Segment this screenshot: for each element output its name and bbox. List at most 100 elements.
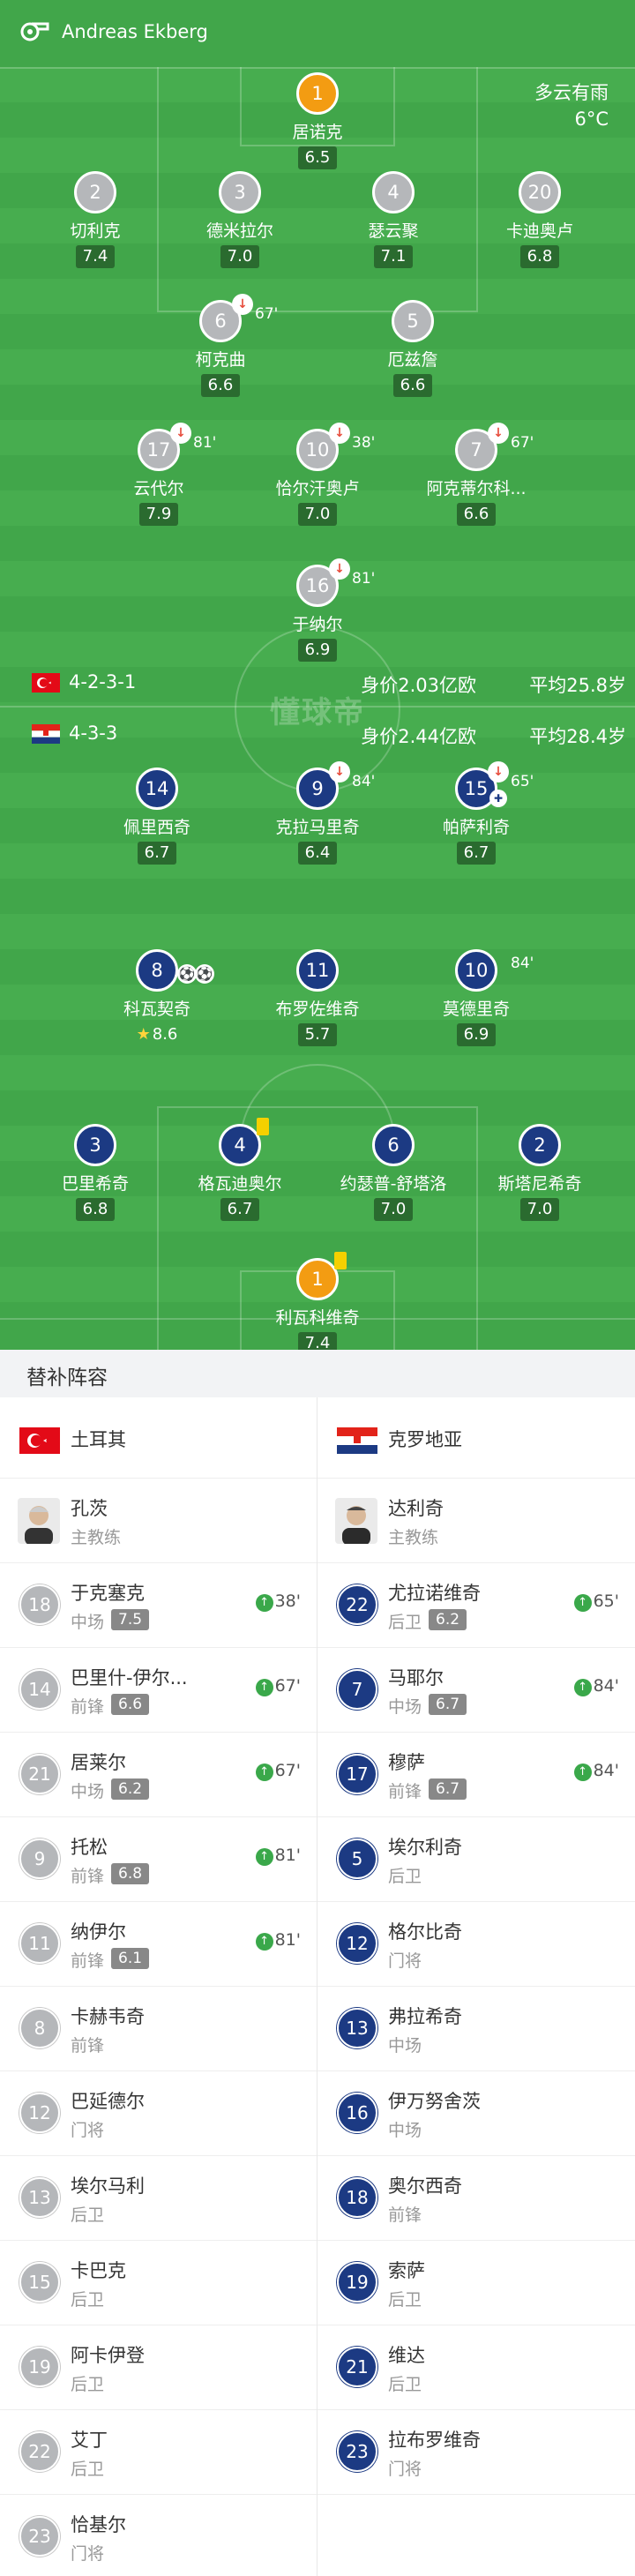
player-rating: 6.7 bbox=[457, 842, 496, 865]
whistle-icon bbox=[20, 22, 49, 41]
player-position: 门将 bbox=[71, 2121, 105, 2140]
player-card[interactable]: 1 居诺克 6.5 bbox=[229, 72, 406, 169]
team-b-info: 4-3-3 身价2.44亿欧 平均28.4岁 bbox=[0, 720, 635, 750]
player-card[interactable]: 14 佩里西奇 6.7 bbox=[69, 768, 245, 865]
player-card[interactable]: 6 约瑟普-舒塔洛 7.0 bbox=[305, 1124, 482, 1221]
goal-ball-icon: ⚽ bbox=[177, 964, 197, 984]
player-card[interactable]: 5 厄兹詹 6.6 bbox=[325, 300, 501, 397]
flag-turkey-icon bbox=[19, 1427, 60, 1454]
player-number: 22 bbox=[19, 2431, 60, 2472]
player-card[interactable]: 10 ↓ 38' 恰尔汗奥卢 7.0 bbox=[229, 423, 406, 526]
player-rating: 5.7 bbox=[298, 1023, 337, 1046]
player-name: 于纳尔 bbox=[292, 615, 343, 634]
player-card[interactable]: 17 ↓ 81' 云代尔 7.9 bbox=[71, 423, 247, 526]
player-name: 德米拉尔 bbox=[205, 221, 273, 241]
player-card[interactable]: 20 卡迪奥卢 6.8 bbox=[452, 171, 628, 268]
player-rating-value: 8.6 bbox=[152, 1025, 178, 1044]
player-rating: 7.0 bbox=[374, 1198, 413, 1221]
sub-in-info: ↑84' bbox=[573, 1676, 619, 1696]
player-name: 于克塞克 bbox=[71, 1583, 145, 1604]
player-rating: 7.0 bbox=[520, 1198, 559, 1221]
coach-avatar bbox=[335, 1498, 377, 1544]
player-number: 7 ↓ 67' bbox=[455, 423, 534, 471]
player-card[interactable]: 9 ↓ 84' 克拉马里奇 6.4 bbox=[229, 761, 406, 865]
sub-in-arrow-icon: ↑ bbox=[255, 1764, 273, 1781]
sub-in-arrow-icon: ↑ bbox=[573, 1679, 592, 1696]
player-number: 23 bbox=[337, 2431, 377, 2472]
player-rating: 6.6 bbox=[111, 1694, 150, 1715]
player-card[interactable]: 1 利瓦科维奇 7.4 bbox=[229, 1252, 406, 1350]
team-a-avg-age: 平均25.8岁 bbox=[529, 675, 626, 696]
player-position: 后卫 bbox=[71, 2375, 105, 2394]
player-number-text: 4 bbox=[234, 1134, 246, 1156]
player-name: 云代尔 bbox=[133, 479, 184, 498]
coach-row[interactable]: 孔茨 主教练 bbox=[0, 1479, 317, 1563]
player-card[interactable]: 11 布罗佐维奇 5.7 bbox=[229, 949, 406, 1046]
player-name: 索萨 bbox=[388, 2260, 425, 2281]
player-rating: 6.7 bbox=[138, 842, 176, 865]
player-name: 恰尔汗奥卢 bbox=[275, 479, 360, 498]
substitution-off-icon bbox=[488, 943, 509, 964]
goal-ball-icon: ⚽ bbox=[195, 964, 214, 984]
player-card[interactable]: 15 ↓ 65' ✚ 帕萨利奇 6.7 bbox=[388, 761, 564, 865]
sub-in-minute: 81' bbox=[274, 1930, 301, 1950]
player-name: 伊万努舍茨 bbox=[388, 2091, 481, 2112]
player-number: 6 bbox=[372, 1124, 415, 1166]
player-name: 居莱尔 bbox=[71, 1752, 126, 1773]
player-number: 14 bbox=[136, 768, 178, 810]
player-card[interactable]: 4 瑟云聚 7.1 bbox=[305, 171, 482, 268]
team-a-formation: 4-2-3-1 bbox=[69, 671, 137, 693]
sub-in-arrow-icon: ↑ bbox=[255, 1848, 273, 1866]
player-number: 12 bbox=[19, 2093, 60, 2133]
player-position: 后卫 bbox=[388, 1867, 422, 1886]
player-rating: 7.4 bbox=[76, 245, 115, 268]
coach-row[interactable]: 达利奇 主教练 bbox=[318, 1479, 635, 1563]
player-card[interactable]: 7 ↓ 67' 阿克蒂尔科... 6.6 bbox=[388, 423, 564, 526]
player-card[interactable]: 6 ↓ 67' 柯克曲 6.6 bbox=[132, 294, 309, 397]
player-card[interactable]: 16 ↓ 81' 于纳尔 6.9 bbox=[229, 558, 406, 662]
coach-avatar bbox=[18, 1498, 60, 1544]
player-card[interactable]: 3 德米拉尔 7.0 bbox=[152, 171, 328, 268]
coach-name: 孔茨 bbox=[71, 1498, 108, 1519]
player-card[interactable]: 2 切利克 7.4 bbox=[7, 171, 183, 268]
player-card[interactable]: 8 ⚽ ⚽ 科瓦契奇 ★8.6 bbox=[69, 949, 245, 1046]
team-b-value: 身价2.44亿欧 bbox=[361, 726, 476, 747]
player-position: 前锋 bbox=[71, 1951, 105, 1971]
player-card[interactable]: 10 84' 莫德里奇 6.9 bbox=[388, 949, 564, 1046]
player-card[interactable]: 3 巴里希奇 6.8 bbox=[7, 1124, 183, 1221]
player-number: 12 bbox=[337, 1923, 377, 1964]
player-card[interactable]: 2 斯塔尼希奇 7.0 bbox=[452, 1124, 628, 1221]
player-rating: 6.7 bbox=[429, 1778, 467, 1800]
player-card[interactable]: 4 格瓦迪奥尔 6.7 bbox=[152, 1118, 328, 1221]
player-position: 后卫 bbox=[388, 2375, 422, 2394]
player-name: 穆萨 bbox=[388, 1752, 425, 1773]
sub-minute: 81' bbox=[193, 434, 217, 452]
player-position: 后卫 bbox=[71, 2460, 105, 2479]
player-number: 18 bbox=[337, 2177, 377, 2218]
player-name: 布罗佐维奇 bbox=[275, 1000, 360, 1019]
player-name: 马耶尔 bbox=[388, 1667, 444, 1689]
